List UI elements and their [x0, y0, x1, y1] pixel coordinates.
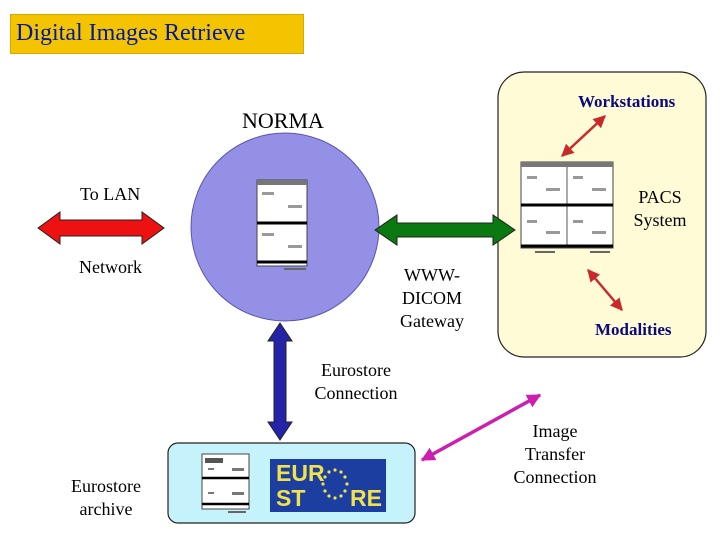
- eu-star-ring: [321, 468, 349, 500]
- gateway-label-line1: WWW-: [404, 265, 460, 285]
- image-transfer-line1: Image: [532, 421, 578, 441]
- eurostore-logo-line1: EUR: [276, 460, 325, 486]
- eurostore-connection-line2: Connection: [314, 383, 398, 403]
- lan-arrow: [37, 211, 165, 245]
- gateway-label-line3: Gateway: [400, 311, 464, 331]
- to-lan-label: To LAN: [80, 184, 141, 204]
- modalities-label: Modalities: [595, 320, 672, 339]
- eurostore-archive-line1: Eurostore: [71, 476, 141, 496]
- archive-server-icon: [201, 453, 250, 513]
- image-transfer-line2: Transfer: [524, 444, 586, 464]
- workstations-label: Workstations: [578, 92, 676, 111]
- eurostore-logo-line2b: RE: [350, 485, 382, 511]
- pacs-label-line2: System: [633, 210, 687, 230]
- eurostore-logo-bg: [270, 459, 386, 512]
- eurostore-archive-label: Eurostore archive: [56, 475, 156, 521]
- eurostore-logo-line2a: ST: [276, 485, 306, 511]
- title-box: [10, 14, 304, 54]
- eurostore-connection-label: Eurostore Connection: [303, 359, 409, 405]
- page-title: Digital Images Retrieve: [16, 20, 246, 46]
- image-transfer-arrow: [420, 393, 542, 462]
- workstations-arrow: [561, 115, 606, 157]
- pacs-label: PACS System: [622, 186, 698, 232]
- image-transfer-line3: Connection: [513, 467, 597, 487]
- image-transfer-label: Image Transfer Connection: [504, 420, 606, 489]
- modalities-arrow: [587, 269, 623, 311]
- norma-server-icon: [256, 179, 308, 270]
- eurostore-connection-arrow: [267, 322, 293, 441]
- network-label: Network: [79, 257, 142, 277]
- eurostore-archive-line2: archive: [79, 499, 133, 519]
- gateway-arrow: [374, 214, 516, 246]
- gateway-label: WWW- DICOM Gateway: [387, 264, 477, 333]
- pacs-label-line1: PACS: [638, 187, 682, 207]
- norma-label: NORMA: [242, 108, 324, 133]
- eurostore-connection-line1: Eurostore: [321, 360, 391, 380]
- gateway-label-line2: DICOM: [401, 288, 462, 308]
- pacs-server-icon: [520, 161, 614, 253]
